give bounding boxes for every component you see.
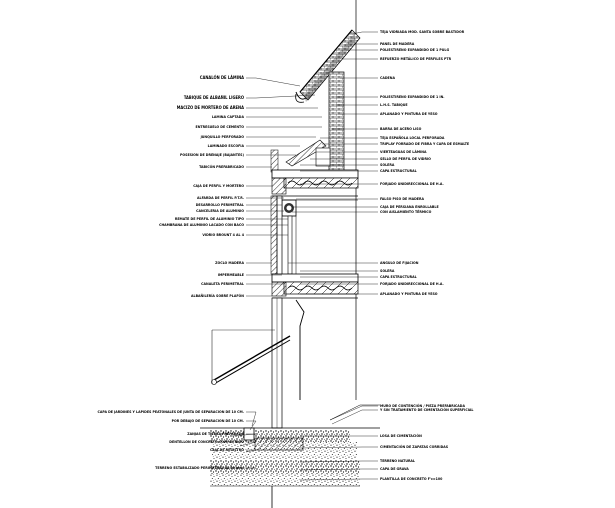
left-label-l23: ZANJAS DE TIERRA PREPARADA [187, 432, 244, 436]
left-leader-l23 [231, 433, 257, 437]
roof-assembly [295, 29, 361, 103]
right-label-r8: APLANADO Y PINTURA DE YESO [380, 112, 438, 116]
right-label-r1: TEJA VIDRIADA MOD. SANTA SOBRE BASTIDOR [380, 30, 465, 34]
right-label-r23: FORJADO UNIDIRECCIONAL DE H.A. [380, 282, 444, 286]
left-label-l3: MACIZO DE MORTERO DE ARENA [177, 105, 244, 110]
right-leader-r25 [329, 405, 378, 421]
left-label-l2: TABIQUE DE ALBAÑIL LIGERO [184, 95, 244, 100]
right-label-r21: SOLERA [380, 269, 395, 273]
right-label-r11: TRIPLAY FORRADO DE FIBRA Y CAPA DE ESMAL… [380, 142, 469, 146]
right-label-r28: CIMENTACIÓN DE ZAPATAS CORRIDAS [380, 444, 449, 449]
left-annotations: CANALÓN DE LÁMINA TABIQUE DE ALBAÑIL LIGE… [98, 75, 322, 470]
left-leader-l24 [239, 441, 257, 447]
right-leader-r1 [351, 31, 378, 35]
right-label-r22: CAPA ESTRUCTURAL [380, 275, 417, 279]
right-label-r31: PLANTILLA DE CONCRETO F'c=100 [380, 477, 443, 481]
left-label-l22: POR DEBAJO DE SEPARACION DE 10 CM. [172, 419, 244, 423]
right-label-r5: CADENA [380, 76, 395, 80]
left-label-l14: REMATE DE PERFIL DE ALUMINIO TIPO [175, 217, 244, 221]
right-label-r15: CAPA ESTRUCTURAL [380, 169, 417, 173]
left-label-l25: CAJA DE REGISTRO [210, 448, 244, 452]
right-label-r6: POLIESTIRENO EXPANDIDO DE 1 IN. [380, 95, 445, 99]
left-label-l8: POSESION DE DRENAJE (BAJANTES) [180, 153, 245, 157]
left-label-l16: VIDRIO BROUNT 4 AL 4 [202, 233, 244, 237]
left-label-l1: CANALÓN DE LÁMINA [200, 75, 244, 80]
intermediate-eave [270, 139, 331, 173]
brick-wall-column [328, 71, 345, 173]
left-label-l20: ALBAÑILERÍA SOBRE PLAFÓN [191, 293, 244, 298]
left-label-l15: CHAMBRANA DE ALUMINIO LACADO CON BACO [159, 223, 244, 227]
left-label-l10: CAJA DE PERFIL Y MORTERO [193, 184, 244, 188]
right-label-r17: FALSO PISO DE MADERA [380, 197, 424, 201]
left-label-l26: TERRENO ESTABILIZADO PERIMETRAL AL 90 mm… [155, 466, 244, 470]
left-label-l7: LAMINADO ESCOFIA [208, 144, 245, 148]
left-leader-l21 [246, 411, 257, 427]
right-label-r24: APLANADO Y PINTURA DE YESO [380, 292, 438, 296]
dimension-line [211, 329, 275, 384]
ground-floor-wall [271, 297, 305, 429]
right-label-r13: SELLO DE PERFIL DE VIDRIO [380, 157, 431, 161]
right-annotations: TEJA VIDRIADA MOD. SANTA SOBRE BASTIDOR P… [288, 30, 473, 481]
left-label-l12: DESARROLLO PERIMETRAL [196, 203, 244, 207]
right-label-r4: REFUERZO METÁLICO DE PERFILES PTR [380, 56, 452, 61]
lower-floor-slab [271, 273, 359, 299]
right-label-r16: FORJADO UNIDIRECCIONAL DE H.A. [380, 182, 444, 186]
left-label-l13: CANCELERIA DE ALUMINIO [196, 209, 244, 213]
right-label-r20: ANGULO DE FIJACION [380, 261, 419, 265]
right-label-r29: TERRENO NATURAL [380, 459, 415, 463]
right-leader-r31 [299, 478, 378, 481]
upper-floor-slab [271, 169, 359, 197]
right-label-r14: SOLERA [380, 163, 395, 167]
left-leader-l1 [246, 77, 301, 87]
right-label-r30: CAPA DE GRAVA [380, 467, 409, 471]
right-label-r12: VIERTEAGUAS DE LÁMINA [380, 149, 427, 154]
roller-shutter-box [281, 199, 358, 217]
left-label-l9: TABICÓN PREFABRICADO [199, 164, 244, 169]
right-label-r27: LOSA DE CIMENTACIÓN [380, 433, 422, 438]
left-leader-l25 [245, 449, 257, 453]
left-label-l17: ZOCLO MADERA [215, 261, 244, 265]
right-label-r9: BARRA DE ACERO LISO [380, 127, 422, 131]
left-label-l21: CAPA DE JARDINES Y LAPIDES PEATONALES DE… [98, 410, 244, 414]
left-label-l5: ENTRESUELO DE CEMENTO [196, 125, 245, 129]
left-label-l18: IMPERMEABLE [218, 273, 244, 277]
left-label-l11: ALFARDA DE PERFIL P.T.R. [197, 196, 244, 200]
right-leader-r29 [299, 460, 378, 463]
left-label-l4: LAMINA CAPTADA [212, 115, 245, 119]
right-label-r3: POLIESTIRENO EXPANDIDO DE 1 PULG [380, 48, 449, 52]
left-leader-l22 [246, 420, 257, 431]
right-label-r25: MURO DE CONTENCIÓN / PIEZA PREFABRICADA [380, 403, 465, 408]
right-label-r19: CON AISLAMIENTO TÉRMICO [380, 209, 432, 214]
right-leader-r26 [331, 409, 378, 425]
right-label-r7: L.H.S. TABIQUE [380, 103, 408, 107]
right-label-r26: Y SIN TRATAMIENTO DE CIMENTACIÓN SUPERFI… [379, 407, 473, 412]
left-label-l19: CANALETA PERIMETRAL [201, 282, 244, 286]
right-label-r18: CAJA DE PERSIANA ENROLLABLE [380, 205, 439, 209]
left-label-l6: JUNQUILLO PERFORADO [200, 135, 245, 139]
right-label-r2: PANEL DE MADERA [380, 42, 415, 46]
right-label-r10: TEJA ESPAÑOLA LOCAL PERFORADA [380, 135, 445, 140]
right-leader-r28 [299, 446, 378, 449]
right-leader-r30 [299, 468, 378, 471]
canopy-beam [211, 335, 291, 385]
left-label-l24: DENTELLON DE CONCRETO COMPACTADO [169, 440, 244, 444]
left-leader-l2 [246, 94, 316, 99]
